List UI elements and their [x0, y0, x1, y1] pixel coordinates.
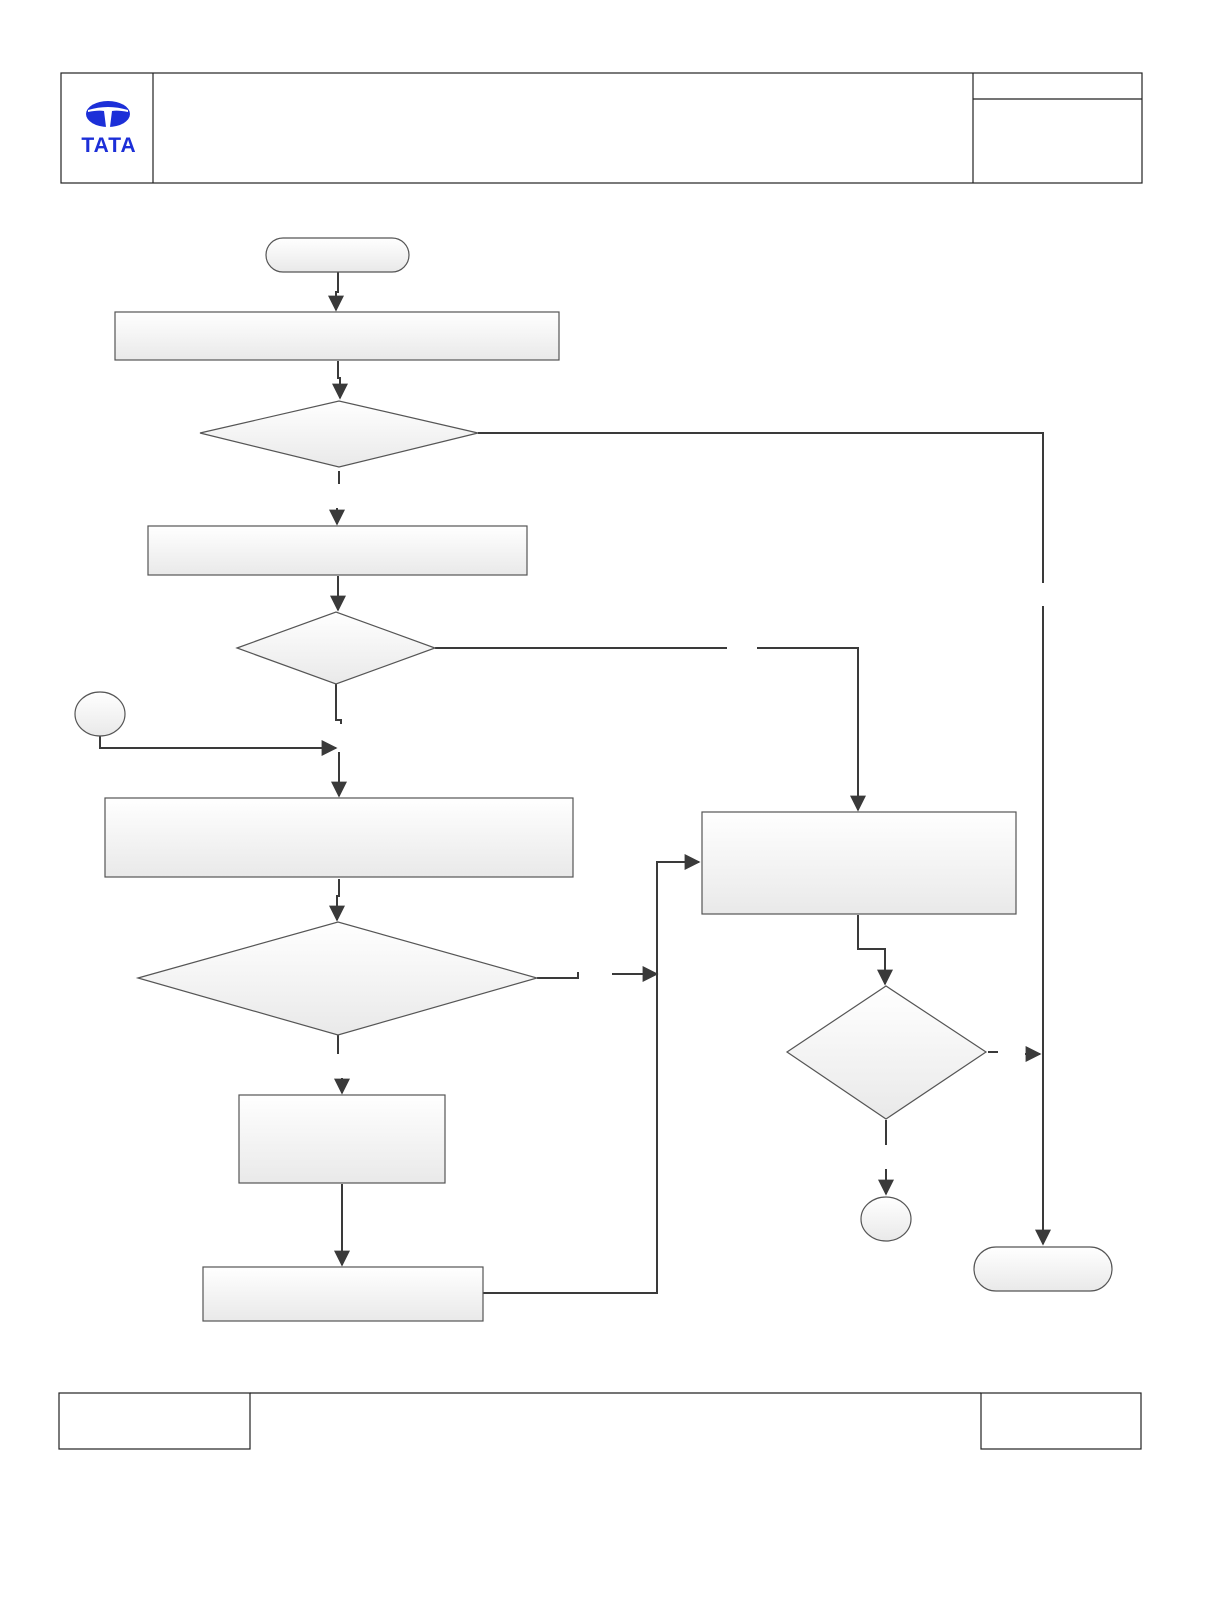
connector-decision1-right — [478, 432, 1044, 583]
shapes — [74, 237, 1113, 1322]
onpage-connector-left — [74, 691, 126, 737]
end-terminator — [973, 1246, 1113, 1292]
header-block — [60, 72, 1143, 184]
decision-diamond-4 — [785, 985, 988, 1120]
start-terminator — [265, 237, 410, 273]
process-box-2 — [147, 525, 528, 576]
process-box-1 — [114, 311, 560, 361]
connector-decision2-right-b — [757, 647, 866, 812]
decision-diamond-2 — [235, 611, 437, 685]
decision-diamond-3 — [135, 921, 540, 1036]
connectors — [99, 271, 1051, 1294]
footer-cell-left — [58, 1392, 251, 1450]
decision-diamond-1 — [199, 400, 479, 468]
connector-start-to-process1 — [328, 271, 344, 312]
connector-process6-to-decision4 — [857, 915, 893, 986]
connector-process3-to-decision3 — [329, 879, 345, 922]
process-box-6 — [701, 811, 1017, 915]
process-box-5 — [202, 1266, 484, 1322]
header-frame — [60, 72, 1143, 184]
connector-decision2-down — [335, 684, 342, 724]
logo-emblem-t — [88, 107, 128, 127]
footer-block — [58, 1392, 1142, 1450]
connector-process1-to-decision1 — [332, 361, 348, 400]
process-box-3 — [104, 797, 574, 878]
onpage-connector-bottom — [860, 1196, 912, 1242]
connector-decision3-right-a — [537, 972, 579, 979]
process-box-4 — [238, 1094, 446, 1184]
footer-cell-right — [980, 1392, 1142, 1450]
connector-onpage-ref-to-main — [99, 736, 338, 756]
logo-wordmark: TATA — [81, 134, 136, 157]
tata-logo: TATA — [81, 101, 136, 157]
connector-process5-to-process6 — [483, 854, 701, 1294]
